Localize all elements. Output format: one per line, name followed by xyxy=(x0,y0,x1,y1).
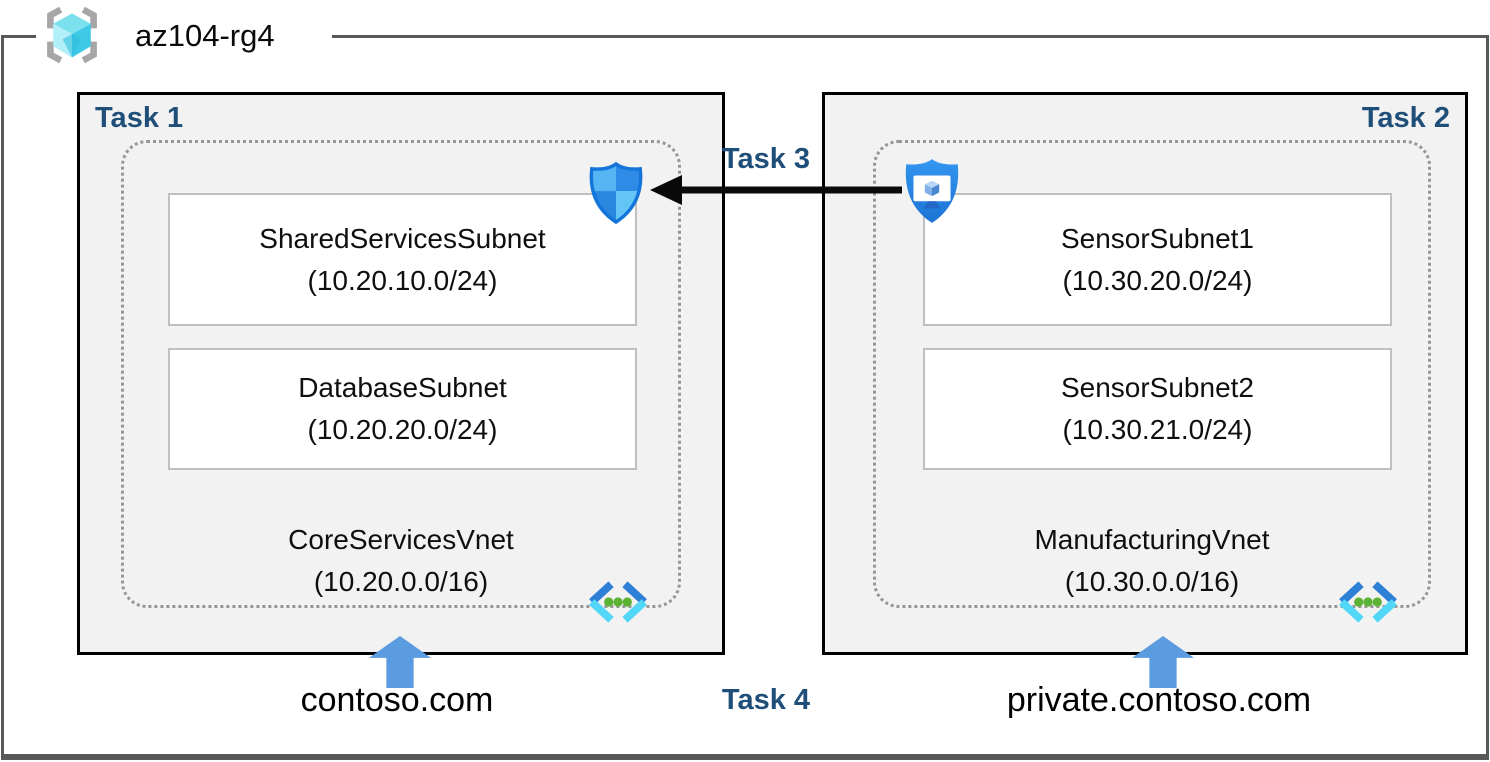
vnet-name: ManufacturingVnet xyxy=(1034,524,1270,555)
shared-services-subnet-box: SharedServicesSubnet (10.20.10.0/24) xyxy=(168,193,637,326)
resource-group-frame-gap xyxy=(36,29,332,42)
left-arrow xyxy=(650,175,902,205)
vnet-name-block: ManufacturingVnet (10.30.0.0/16) xyxy=(876,519,1428,603)
dns-zone-label-contoso: contoso.com xyxy=(300,681,494,719)
sensor-subnet2-box: SensorSubnet2 (10.30.21.0/24) xyxy=(923,348,1392,470)
task1-label: Task 1 xyxy=(95,102,184,134)
subnet-cidr: (10.30.21.0/24) xyxy=(1062,414,1253,445)
subnet-name: SensorSubnet1 xyxy=(1060,222,1255,254)
database-subnet-box: DatabaseSubnet (10.20.20.0/24) xyxy=(168,348,637,470)
task3-label: Task 3 xyxy=(721,143,811,175)
virtual-network-icon xyxy=(1339,581,1397,623)
subnet-cidr: (10.20.10.0/24) xyxy=(307,264,498,296)
resource-group-frame xyxy=(1,35,1489,760)
subnet-name: SensorSubnet2 xyxy=(1060,372,1255,403)
vnet-cidr: (10.20.0.0/16) xyxy=(313,566,489,597)
resource-group-icon xyxy=(47,6,97,64)
vnet-name: CoreServicesVnet xyxy=(288,524,514,555)
core-services-vnet-container: SharedServicesSubnet (10.20.10.0/24) Dat… xyxy=(121,140,681,623)
manufacturing-vnet-container: SensorSubnet1 (10.30.20.0/24) SensorSubn… xyxy=(873,140,1431,623)
network-security-group-shield-icon xyxy=(589,161,643,225)
dns-zone-label-private-contoso: private.contoso.com xyxy=(1006,681,1312,719)
sensor-subnet1-box: SensorSubnet1 (10.30.20.0/24) xyxy=(923,193,1392,326)
vnet-cidr: (10.30.0.0/16) xyxy=(1064,566,1240,597)
virtual-network-icon xyxy=(589,581,647,623)
subnet-cidr: (10.20.20.0/24) xyxy=(307,414,498,445)
application-security-group-shield-icon xyxy=(905,159,959,223)
task4-label: Task 4 xyxy=(721,684,811,716)
subnet-name: DatabaseSubnet xyxy=(298,372,507,403)
vnet-name-block: CoreServicesVnet (10.20.0.0/16) xyxy=(124,519,678,603)
resource-group-title: az104-rg4 xyxy=(135,18,275,53)
subnet-name: SharedServicesSubnet xyxy=(259,222,546,254)
task2-label: Task 2 xyxy=(1361,102,1450,134)
subnet-cidr: (10.30.20.0/24) xyxy=(1062,264,1253,296)
